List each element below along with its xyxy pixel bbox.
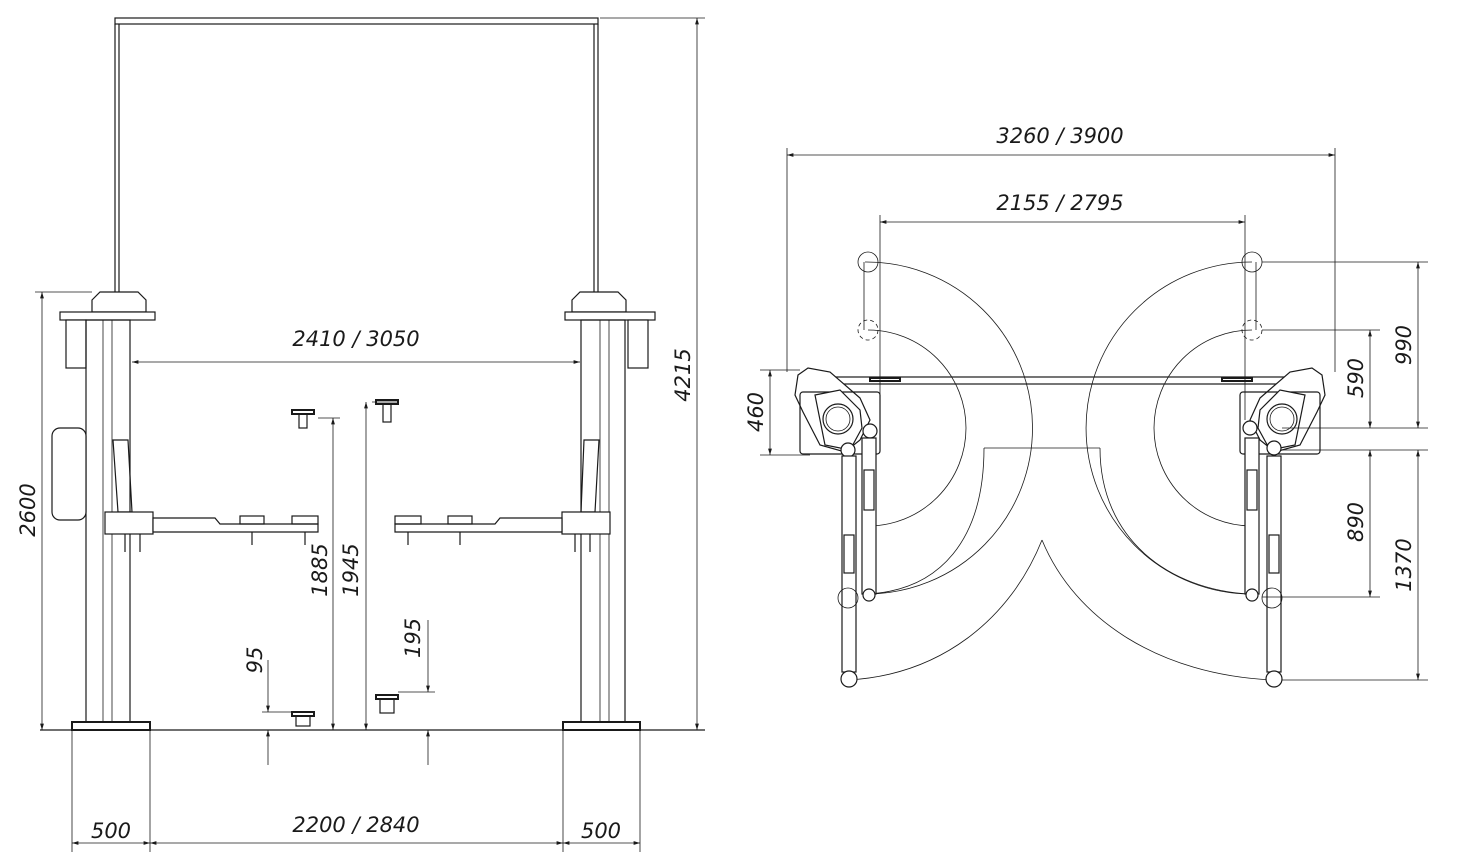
dim-base-right: 500 — [581, 819, 621, 843]
crossbar — [834, 376, 1291, 385]
top-dimension-lines — [760, 148, 1428, 681]
dim-top-inner-width: 2155 / 2795 — [996, 191, 1123, 215]
dim-lift-height-2: 1945 — [339, 543, 363, 596]
dim-base-left: 500 — [91, 819, 131, 843]
dim-lift-height-1: 1885 — [308, 543, 332, 596]
dim-total-height: 4215 — [671, 348, 695, 401]
dim-arm-890: 890 — [1344, 502, 1368, 542]
right-column-top — [1239, 367, 1326, 456]
front-view: 2410 / 3050 4215 2600 1885 1945 95 195 5… — [16, 17, 705, 852]
dim-arm-990: 990 — [1392, 325, 1416, 365]
dim-arm-590: 590 — [1344, 358, 1368, 398]
dim-min-height-2: 195 — [401, 618, 425, 658]
left-column-top — [794, 367, 881, 458]
left-column — [51, 291, 156, 731]
overhead-beam — [114, 17, 599, 292]
dim-column-height: 2600 — [16, 483, 40, 536]
dim-column-depth: 460 — [744, 392, 768, 432]
dim-min-height-1: 95 — [243, 647, 267, 674]
dim-base-between: 2200 / 2840 — [292, 813, 419, 837]
swing-arcs — [847, 251, 1274, 681]
dim-arm-1370: 1370 — [1392, 538, 1416, 591]
dim-outer-width: 3260 / 3900 — [996, 124, 1123, 148]
right-arms — [1244, 437, 1283, 688]
right-column — [562, 291, 656, 731]
right-lift-arm — [394, 511, 611, 552]
top-view: 3260 / 3900 2155 / 2795 460 990 590 890 … — [744, 124, 1428, 688]
dimension-lines — [35, 17, 705, 852]
left-lift-arm — [104, 511, 319, 552]
dim-inner-width: 2410 / 3050 — [292, 327, 419, 351]
left-arms — [837, 437, 877, 688]
